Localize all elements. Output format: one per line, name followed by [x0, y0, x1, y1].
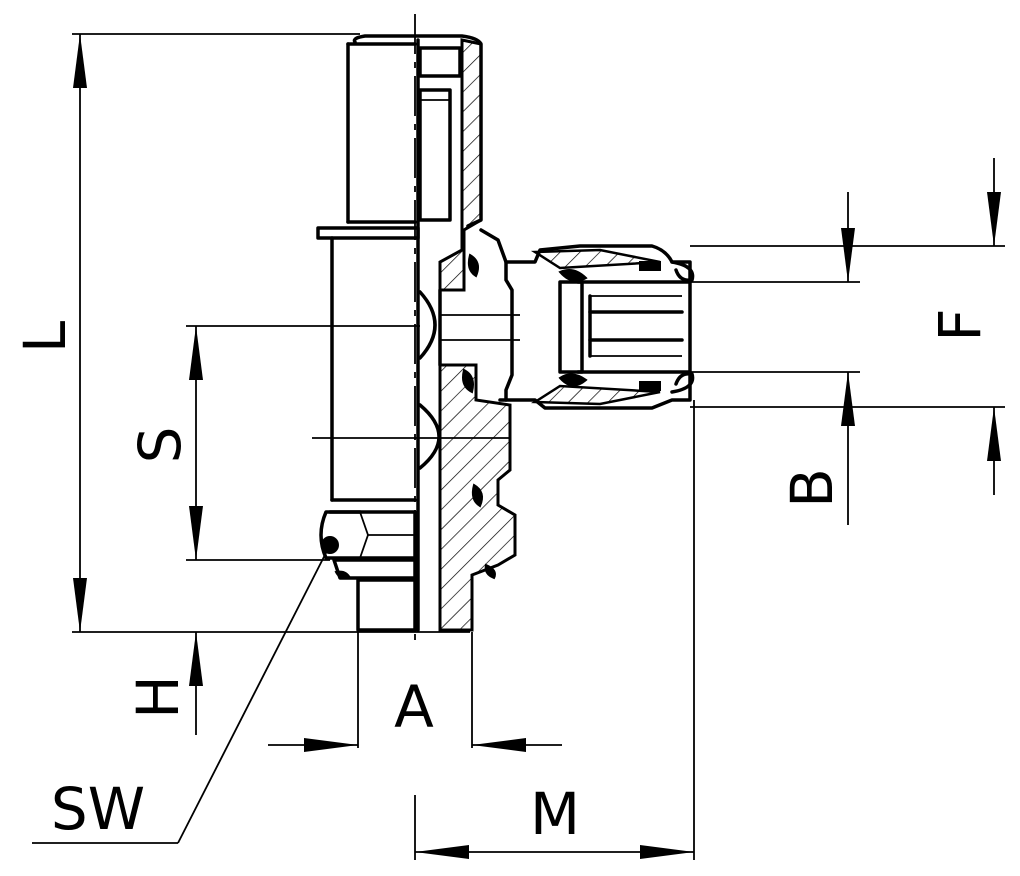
label-b: B: [778, 468, 846, 508]
label-h: H: [124, 675, 192, 719]
collar-ring: [316, 226, 420, 240]
dimension-labels: L S H A SW M B F: [11, 308, 994, 848]
label-s: S: [126, 427, 194, 464]
threaded-stem: [356, 578, 417, 632]
label-f: F: [926, 308, 994, 341]
section-wall-upper: [438, 38, 483, 292]
label-l: L: [11, 321, 79, 353]
label-a: A: [394, 673, 434, 741]
label-sw: SW: [51, 775, 145, 843]
side-port: [479, 228, 695, 410]
dimensions: [32, 33, 1005, 860]
label-m: M: [530, 780, 580, 848]
valve-body: [316, 14, 520, 640]
